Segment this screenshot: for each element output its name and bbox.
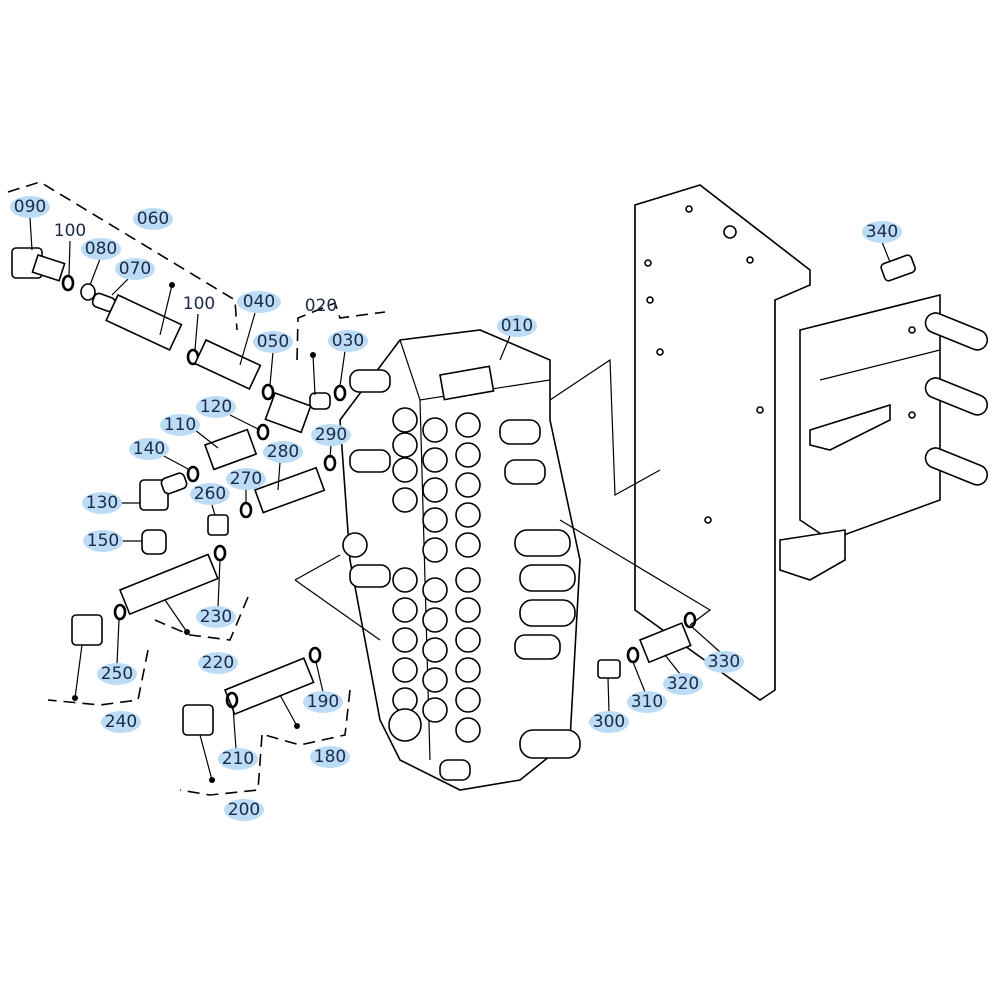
control-valve-block [294, 329, 712, 791]
callout-labels: 090 100 060 080 070 100 040 020 050 030 … [10, 196, 902, 821]
callout-120[interactable]: 120 [196, 396, 236, 418]
callout-020[interactable]: 020 [305, 296, 337, 316]
valve-ports [342, 407, 481, 743]
callout-label: 010 [501, 316, 533, 336]
callout-240[interactable]: 240 [101, 711, 141, 733]
callout-label: 130 [86, 493, 118, 513]
callout-080[interactable]: 080 [81, 238, 121, 260]
spool-caps [349, 369, 581, 781]
callout-040[interactable]: 040 [237, 291, 281, 313]
callout-030[interactable]: 030 [328, 330, 368, 352]
callout-230[interactable]: 230 [196, 606, 236, 628]
callout-label: 240 [105, 712, 137, 732]
callout-label: 300 [593, 712, 625, 732]
mounting-bracket [634, 184, 989, 701]
callout-130[interactable]: 130 [82, 492, 122, 514]
callout-090[interactable]: 090 [10, 196, 50, 218]
callout-label: 260 [194, 484, 226, 504]
callout-010[interactable]: 010 [497, 315, 537, 337]
callout-label: 110 [164, 415, 196, 435]
callout-label: 100 [54, 221, 86, 241]
callout-label: 220 [202, 653, 234, 673]
callout-label: 080 [85, 239, 117, 259]
callout-label: 310 [631, 692, 663, 712]
callout-label: 270 [230, 469, 262, 489]
callout-label: 070 [119, 259, 151, 279]
callout-label: 230 [200, 607, 232, 627]
parts [11, 247, 916, 783]
callout-label: 250 [101, 664, 133, 684]
callout-label: 150 [87, 531, 119, 551]
callout-050[interactable]: 050 [253, 331, 293, 353]
callout-060[interactable]: 060 [133, 208, 173, 230]
callout-label: 050 [257, 332, 289, 352]
callout-label: 320 [667, 674, 699, 694]
pins [924, 312, 989, 486]
callout-200[interactable]: 200 [224, 799, 264, 821]
callout-220[interactable]: 220 [198, 652, 238, 674]
callout-110[interactable]: 110 [160, 414, 200, 436]
callout-070[interactable]: 070 [115, 258, 155, 280]
callout-label: 090 [14, 197, 46, 217]
callout-190[interactable]: 190 [303, 691, 343, 713]
callout-340[interactable]: 340 [862, 221, 902, 243]
callout-150[interactable]: 150 [83, 530, 123, 552]
callout-label: 200 [228, 800, 260, 820]
callout-label: 210 [222, 749, 254, 769]
callout-label: 100 [183, 294, 215, 314]
callout-label: 180 [314, 747, 346, 767]
callout-label: 190 [307, 692, 339, 712]
callout-260[interactable]: 260 [190, 483, 230, 505]
callout-label: 040 [243, 292, 275, 312]
callout-label: 060 [137, 209, 169, 229]
callout-180[interactable]: 180 [310, 746, 350, 768]
callout-310[interactable]: 310 [627, 691, 667, 713]
callout-100[interactable]: 100 [54, 221, 86, 241]
callout-label: 290 [315, 425, 347, 445]
callout-label: 020 [305, 296, 337, 316]
callout-label: 030 [332, 331, 364, 351]
callout-140[interactable]: 140 [129, 438, 169, 460]
kit-brackets [7, 181, 386, 796]
callout-label: 330 [708, 652, 740, 672]
callout-290[interactable]: 290 [311, 424, 351, 446]
leader-lines [29, 217, 891, 781]
callout-330[interactable]: 330 [704, 651, 744, 673]
callout-label: 140 [133, 439, 165, 459]
callout-270[interactable]: 270 [226, 468, 266, 490]
callout-320[interactable]: 320 [663, 673, 703, 695]
callout-210[interactable]: 210 [218, 748, 258, 770]
callout-label: 280 [267, 442, 299, 462]
callout-100b[interactable]: 100 [183, 294, 215, 314]
callout-label: 340 [866, 222, 898, 242]
callout-280[interactable]: 280 [263, 441, 303, 463]
callout-label: 120 [200, 397, 232, 417]
callout-300[interactable]: 300 [589, 711, 629, 733]
callout-250[interactable]: 250 [97, 663, 137, 685]
